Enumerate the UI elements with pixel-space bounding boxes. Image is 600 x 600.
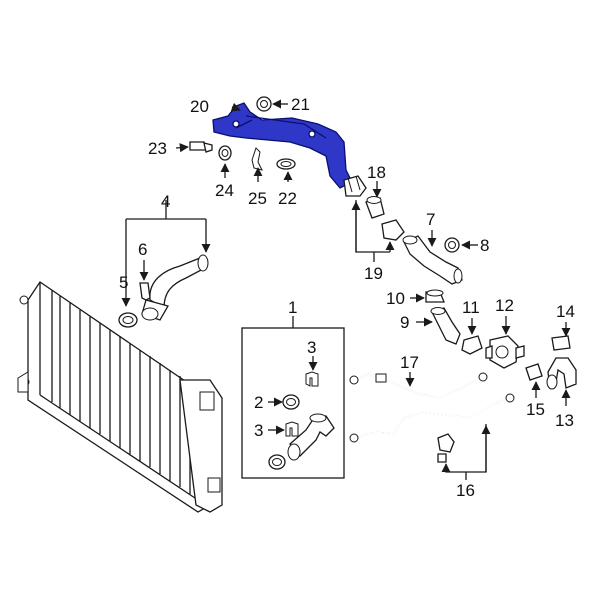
callout-15: 15 [526, 400, 545, 419]
clamp-3b[interactable] [285, 421, 299, 437]
callout-10: 10 [386, 289, 405, 308]
callout-2: 2 [254, 393, 263, 412]
hose-kit[interactable] [287, 413, 335, 461]
o-ring-5[interactable] [118, 312, 138, 328]
callout-7: 7 [426, 210, 435, 229]
coolant-line-16[interactable] [349, 393, 515, 443]
callout-4: 4 [161, 192, 170, 211]
coolant-pipe-20[interactable] [212, 102, 353, 189]
clamp-10[interactable] [425, 289, 445, 303]
coolant-line-17[interactable] [349, 372, 488, 399]
connector-19a[interactable] [343, 175, 367, 197]
o-ring-8[interactable] [444, 237, 460, 253]
upper-radiator-hose[interactable] [141, 254, 209, 321]
callout-21: 21 [291, 95, 310, 114]
o-ring-kit[interactable] [268, 454, 286, 470]
coolant-pump-12[interactable] [485, 335, 525, 369]
callout-12: 12 [495, 296, 514, 315]
clamp-3a[interactable] [305, 371, 319, 387]
callout-5: 5 [119, 273, 128, 292]
callout-20: 20 [190, 97, 209, 116]
bracket-16[interactable] [437, 433, 455, 463]
callout-11: 11 [462, 298, 480, 317]
callout-3a: 3 [307, 338, 316, 357]
callout-25: 25 [248, 189, 267, 208]
callout-22: 22 [278, 189, 297, 208]
o-ring-24[interactable] [218, 145, 232, 161]
callout-17: 17 [400, 353, 419, 372]
coolant-pipe-7[interactable] [402, 235, 463, 285]
o-ring-2[interactable] [282, 394, 300, 410]
callout-1: 1 [288, 298, 297, 317]
o-ring-21[interactable] [256, 96, 272, 112]
callout-13: 13 [555, 411, 574, 430]
connector-19b[interactable] [381, 219, 405, 241]
seal-18[interactable] [365, 196, 385, 219]
callout-19: 19 [364, 264, 383, 283]
hose-9[interactable] [430, 307, 461, 345]
retaining-clip-25[interactable] [251, 147, 263, 171]
callout-9: 9 [400, 313, 409, 332]
temperature-sensor-23[interactable] [189, 141, 213, 153]
radiator[interactable] [17, 281, 223, 513]
callout-14: 14 [556, 302, 575, 321]
o-ring-22[interactable] [276, 158, 296, 170]
hose-13[interactable] [546, 357, 577, 390]
callout-6: 6 [138, 240, 147, 259]
callout-3b: 3 [254, 421, 263, 440]
callout-23: 23 [148, 139, 167, 158]
callout-24: 24 [215, 181, 234, 200]
callout-8: 8 [480, 236, 489, 255]
connector-15[interactable] [525, 363, 543, 381]
clamp-14[interactable] [551, 335, 571, 351]
callout-18: 18 [367, 163, 386, 182]
connector-11[interactable] [461, 335, 483, 355]
callout-16: 16 [456, 481, 475, 500]
hose-clamp-6[interactable] [139, 282, 151, 301]
